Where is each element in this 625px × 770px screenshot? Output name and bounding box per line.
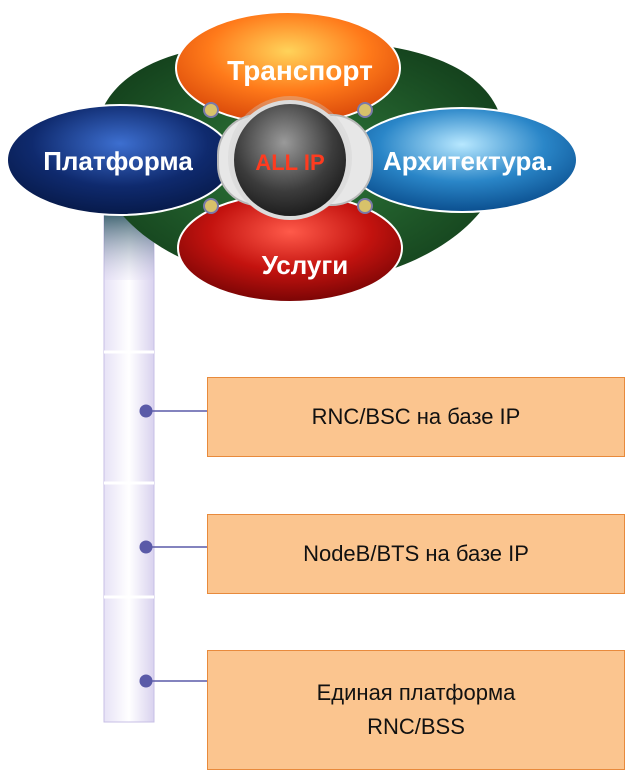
- timeline-pillar: [103, 209, 155, 723]
- roadmap-item-rnc-bsc-ip: RNC/BSC на базе IP: [207, 377, 625, 457]
- roadmap-item-label: RNC/BSC на базе IP: [311, 403, 521, 429]
- center-hub-label: ALL IP: [255, 150, 324, 175]
- roadmap-connector-3: [139, 674, 208, 688]
- oval-architecture: Архитектура.: [346, 107, 578, 213]
- roadmap-connector-2: [139, 540, 208, 554]
- roadmap-item-label-line1: Единая платформа: [316, 679, 516, 705]
- oval-transport: Транспорт: [175, 11, 401, 125]
- roadmap-item-unified-platform: Единая платформа RNC/BSS: [207, 650, 625, 770]
- oval-architecture-label: Архитектура.: [383, 146, 553, 176]
- roadmap-item-nodeb-bts-ip: NodeB/BTS на базе IP: [207, 514, 625, 594]
- oval-platform: Платформа: [6, 104, 234, 216]
- gear-icon: [203, 102, 373, 214]
- roadmap-item-label: NodeB/BTS на базе IP: [303, 540, 529, 566]
- center-hub: ALL IP: [217, 96, 373, 220]
- oval-transport-label: Транспорт: [227, 55, 373, 86]
- oval-platform-label: Платформа: [43, 146, 193, 176]
- oval-services-label: Услуги: [262, 250, 348, 280]
- roadmap-connector-1: [139, 404, 208, 418]
- roadmap-item-label-line2: RNC/BSS: [367, 714, 465, 739]
